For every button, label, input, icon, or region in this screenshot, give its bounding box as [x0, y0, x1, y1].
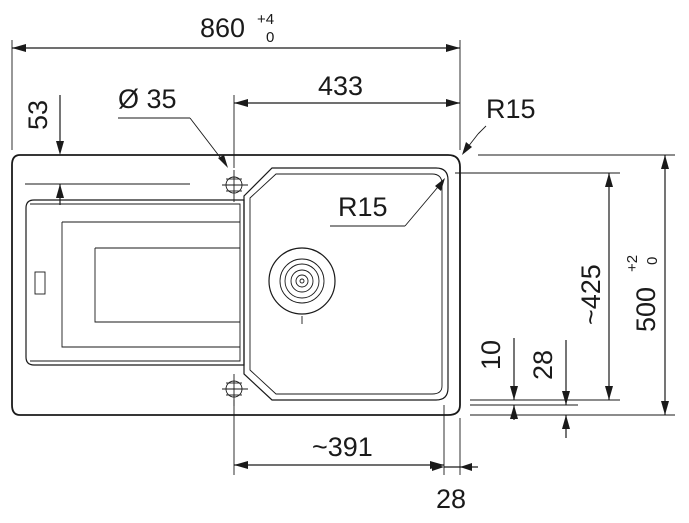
- overall-width-tol-lower: 0: [266, 29, 274, 46]
- drain-strainer: [268, 247, 336, 324]
- main-bowl: [243, 167, 449, 401]
- dim-side-margin: 28: [432, 463, 478, 514]
- overall-depth-tol-upper: +2: [624, 255, 641, 272]
- bowl-depth-value: ~425: [576, 264, 606, 325]
- dim-bowl-inner-width: ~391: [234, 432, 444, 469]
- overall-depth-value: 500: [631, 287, 661, 332]
- dim-tap-hole-diameter: Ø 35: [118, 84, 228, 168]
- dim-front-offset-2: 28: [528, 340, 570, 438]
- tap-hole-diameter-value: Ø 35: [118, 84, 177, 114]
- tap-hole-top: [222, 170, 248, 202]
- bowl-width-value: 433: [318, 71, 363, 101]
- overall-width-value: 860: [200, 13, 245, 43]
- tap-hole-bottom: [222, 374, 248, 406]
- dim-front-offset-1: 10: [476, 338, 518, 420]
- bowl-inner-width-value: ~391: [312, 432, 373, 462]
- dim-bowl-radius: R15: [330, 178, 445, 227]
- bowl-radius-value: R15: [338, 192, 388, 222]
- front-offset-2-value: 28: [528, 350, 558, 380]
- overall-depth-tol-lower: 0: [644, 257, 661, 265]
- drainer-area: [25, 199, 245, 366]
- sink-outline: [11, 154, 461, 416]
- dim-overall-width: 860 +4 0: [12, 11, 460, 52]
- extension-lines: [11, 40, 675, 475]
- outer-radius-value: R15: [486, 94, 536, 124]
- dim-bowl-depth: ~425: [576, 173, 613, 400]
- tap-hole-offset-value: 53: [23, 100, 53, 130]
- dim-bowl-width: 433: [234, 71, 460, 107]
- dim-overall-depth: 500 +2 0: [624, 155, 669, 415]
- front-offset-1-value: 10: [476, 340, 506, 370]
- overall-width-tol-upper: +4: [257, 11, 274, 28]
- dim-outer-radius: R15: [462, 94, 536, 155]
- dim-tap-hole-offset: 53: [23, 95, 64, 205]
- side-margin-value: 28: [436, 484, 466, 514]
